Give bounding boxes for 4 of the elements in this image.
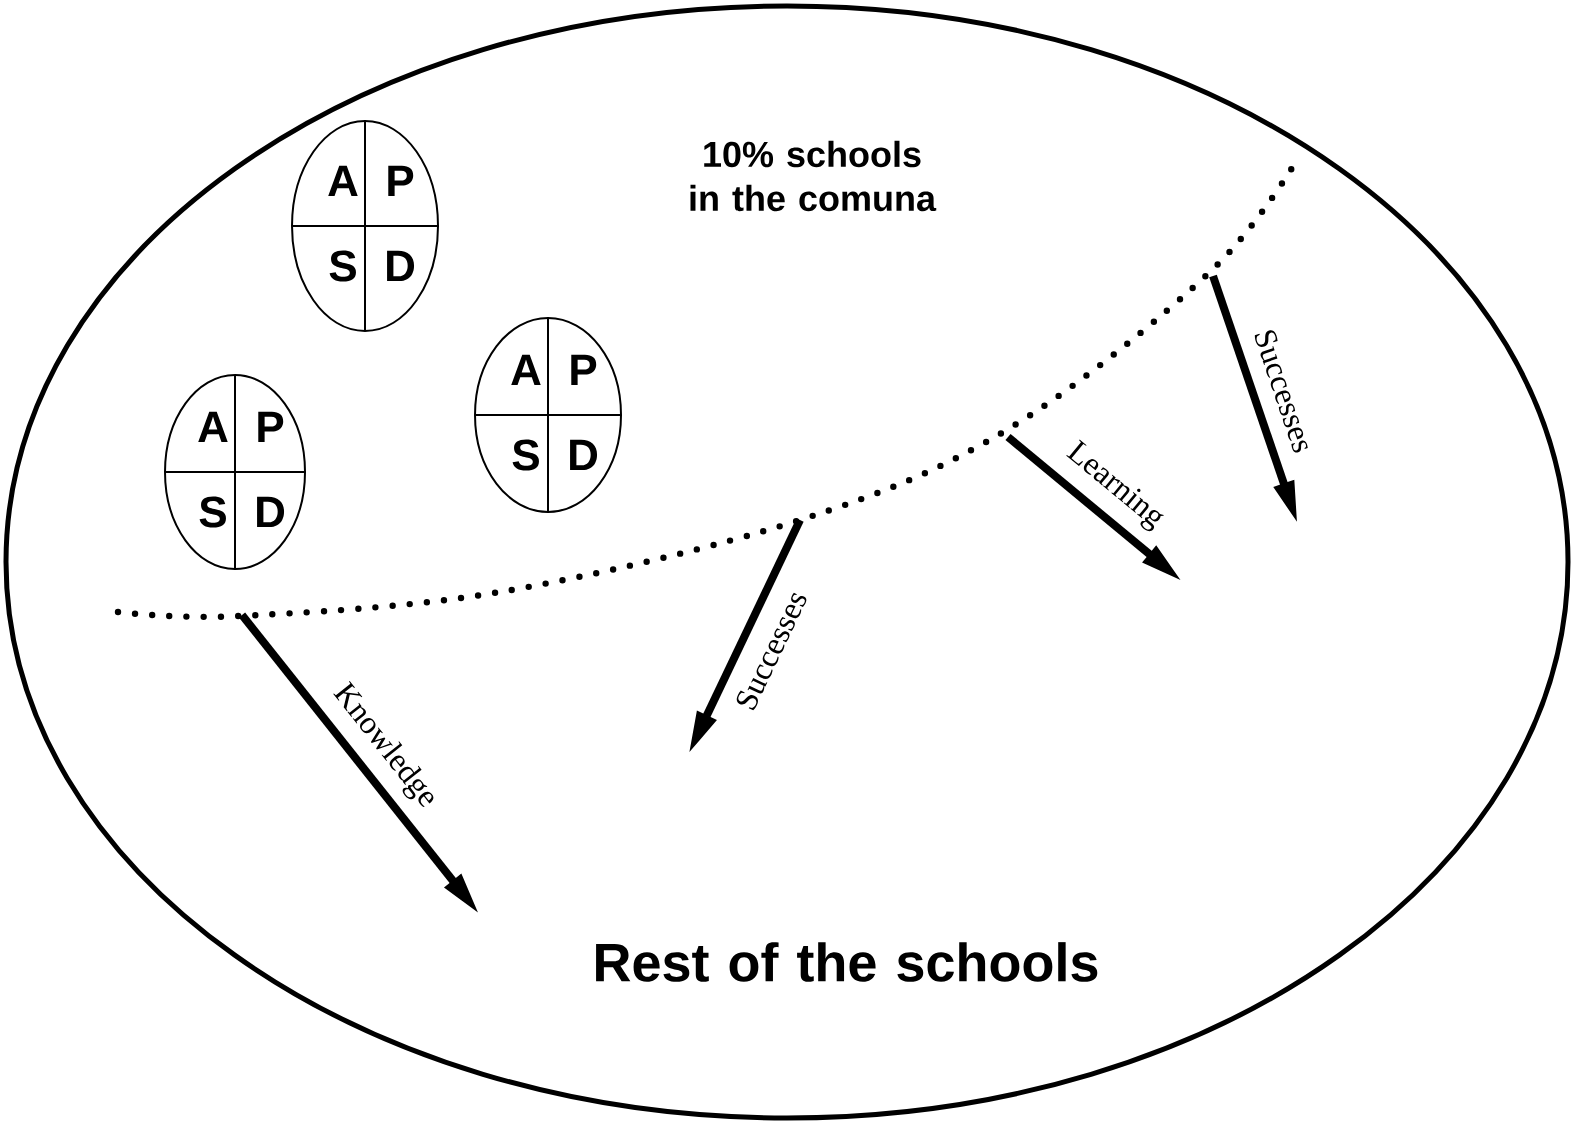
pdsa-cycle: A P S D (291, 120, 439, 332)
pdsa-cycle: A P S D (474, 317, 622, 513)
pdsa-cycle: A P S D (164, 374, 306, 570)
arrow-label: Successes (1254, 330, 1308, 453)
